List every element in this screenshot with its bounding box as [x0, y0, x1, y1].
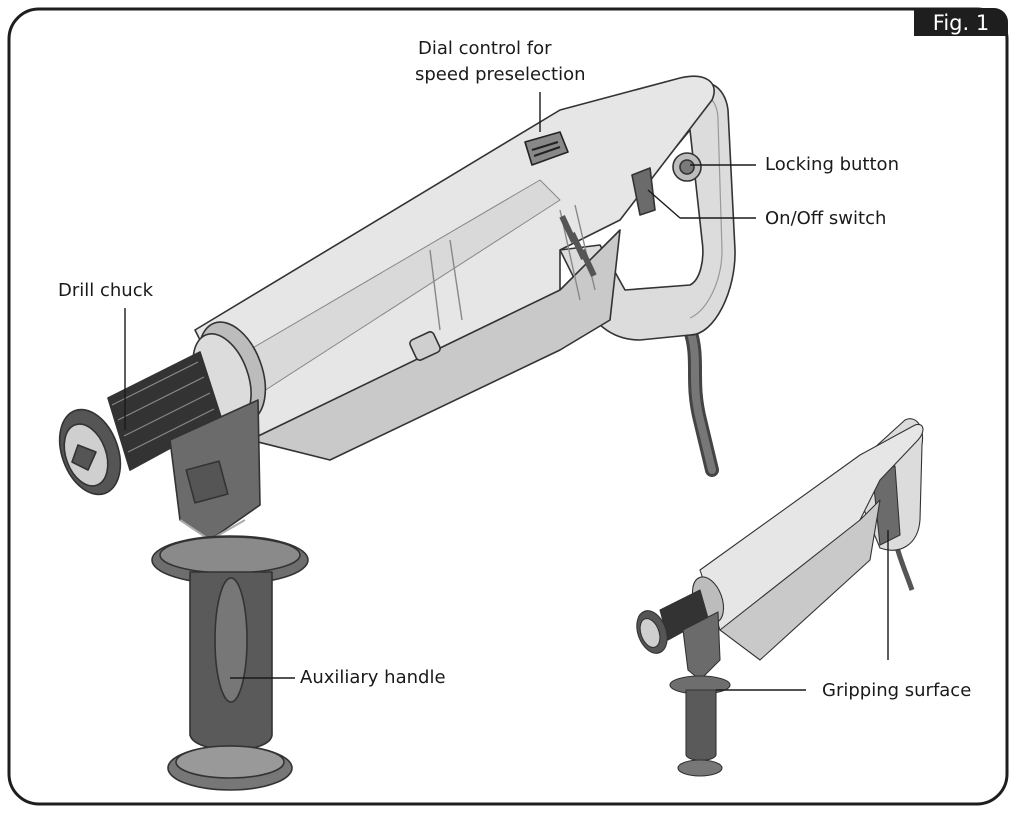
small-auxiliary-grip	[685, 689, 717, 761]
label-locking-button: Locking button	[765, 154, 899, 175]
label-gripping-surface: Gripping surface	[822, 680, 972, 701]
on-off-switch	[631, 167, 656, 216]
label-on-off-switch: On/Off switch	[765, 208, 887, 229]
vent-slots	[559, 215, 597, 277]
brand-badge	[409, 331, 441, 361]
small-handle-clamp	[682, 611, 721, 681]
figure-tag: Fig. 1	[914, 8, 1008, 36]
figure-frame	[7, 7, 1009, 806]
label-drill-chuck: Drill chuck	[58, 280, 154, 301]
label-auxiliary-handle: Auxiliary handle	[300, 667, 446, 688]
small-drill	[636, 418, 924, 777]
label-dial-control-line1: Dial control for	[418, 38, 552, 59]
speed-dial	[524, 131, 569, 166]
main-drill	[58, 75, 736, 791]
label-dial-control-line2: speed preselection	[415, 64, 586, 85]
figure-tag-text: Fig. 1	[932, 11, 990, 35]
